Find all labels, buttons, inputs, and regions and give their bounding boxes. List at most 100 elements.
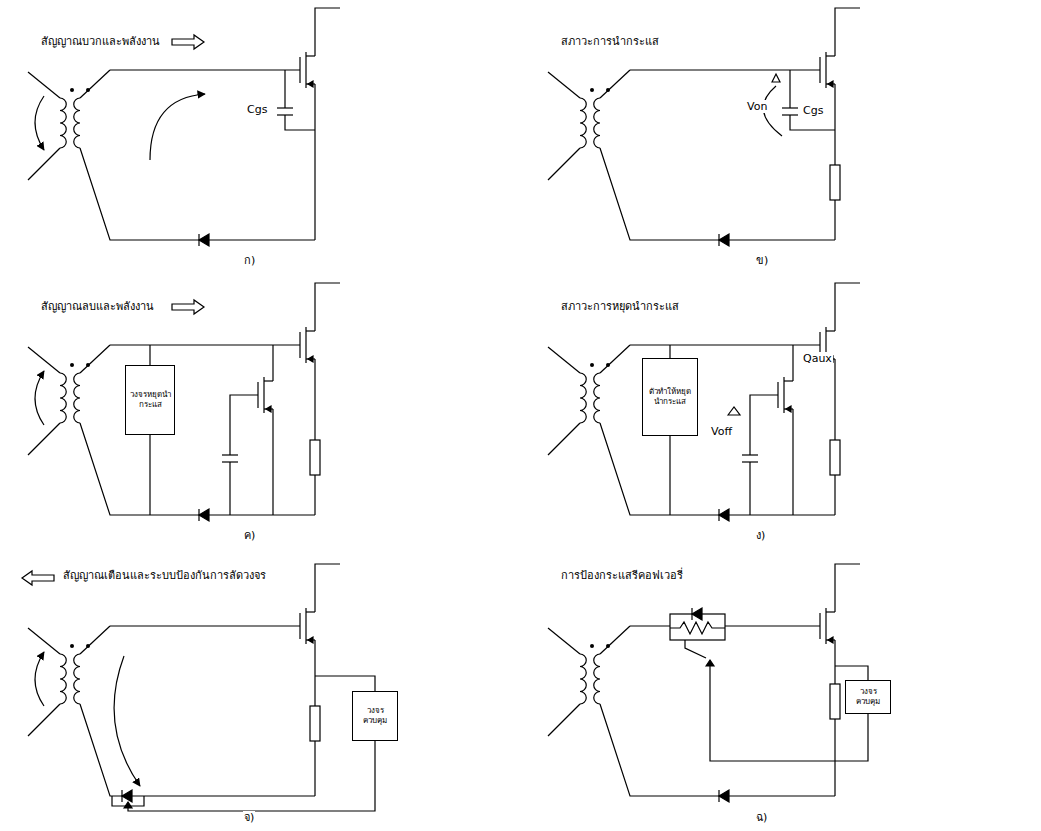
polarity-dot [590,88,594,92]
circuit-label: ก) [243,254,256,267]
mosfet-drain [306,55,315,56]
wire [28,347,60,373]
mosfet-arrow [828,81,833,87]
wire [229,462,230,515]
wire [272,409,273,515]
wire [630,625,670,626]
mosfet-channel [263,377,264,413]
mosfet-drain [264,380,273,381]
circuit-label: สัญญาณบวกและพลังงาน [40,35,161,48]
circuit-panel [28,283,340,521]
wire [834,359,835,440]
transformer-winding [594,654,600,704]
flow-arrow [35,652,44,706]
resistor-symbol [310,706,320,741]
diode-bar [198,509,199,521]
mosfet-arrow [308,356,313,362]
wire [110,69,300,70]
polarity-dot [606,88,610,92]
wire [80,148,315,240]
feedback-arrow [124,802,132,808]
transformer-winding [580,654,586,704]
mosfet-channel [305,327,306,363]
transformer-winding [580,98,586,148]
circuit-label: จ) [243,811,255,824]
transformer-winding [60,654,66,704]
mosfet-gate [299,332,300,358]
signal-arrow [22,571,54,585]
capacitor-plate [742,454,758,455]
diode-symbol [719,234,729,246]
control-arrow [706,660,714,666]
wire [834,475,835,515]
flow-arrow [150,94,205,160]
circuit-label: สัญญาณเตือนและระบบป้องกันการลัดวงจร [62,569,267,582]
wire [600,70,630,98]
circuit-label: การป้องกระแสรีคอฟเวอรี่ [560,569,684,582]
wire [80,704,315,796]
diode-symbol [199,234,209,246]
wire [792,409,793,515]
wire [834,84,835,165]
wire [284,70,285,108]
wire [600,345,630,373]
circuit-label: ค) [243,529,256,542]
wire [835,8,860,56]
wire [600,704,835,796]
transformer-winding [594,98,600,148]
wire [630,344,820,345]
circuit-block: วงจรควบคุม [352,691,398,741]
mosfet-arrow [308,81,313,87]
wire [315,283,340,331]
wire [834,719,835,796]
wire [314,640,315,706]
wire [314,359,315,440]
diode-symbol [719,509,729,521]
mosfet-drain [826,330,835,331]
mosfet-channel [305,608,306,644]
circuit-label: สภาวะการนำกระแส [560,35,660,48]
diode-bar [718,509,719,521]
wire [600,148,835,240]
block-text: วงจรหยุดนำกระแส [128,390,172,410]
wire [835,283,860,331]
wire [725,625,820,626]
mosfet-gate [299,57,300,83]
diode-symbol [122,790,132,802]
mosfet-drain [826,55,835,56]
resistor-symbol [830,165,840,200]
polarity-dot [86,88,90,92]
wire [789,70,790,108]
flow-arrow [35,371,44,425]
polarity-dot [70,88,74,92]
wire [835,564,860,612]
wire [548,704,580,736]
wire [600,626,630,654]
wire [749,462,750,515]
circuit-panel [28,8,340,246]
wire [548,347,580,373]
mosfet-arrow [266,406,271,412]
circuit-label: ฉ) [755,811,768,824]
polarity-dot [590,363,594,367]
circuit-label: Cgs [246,103,268,116]
wire [548,423,580,455]
mosfet-gate [299,613,300,639]
mosfet-drain [306,330,315,331]
mosfet-gate [819,57,820,83]
wire [600,423,835,515]
wire [548,628,580,654]
wire [28,704,60,736]
circuit-label: Voff [710,425,733,438]
wire [315,564,340,612]
wire [285,115,315,130]
signal-arrow [172,300,204,314]
polarity-dot [606,644,610,648]
switch-symbol [685,640,706,658]
wire [80,345,110,373]
diode-symbol [199,509,209,521]
wire [314,741,315,796]
capacitor-plate [277,107,293,108]
diode-bar [691,608,692,620]
